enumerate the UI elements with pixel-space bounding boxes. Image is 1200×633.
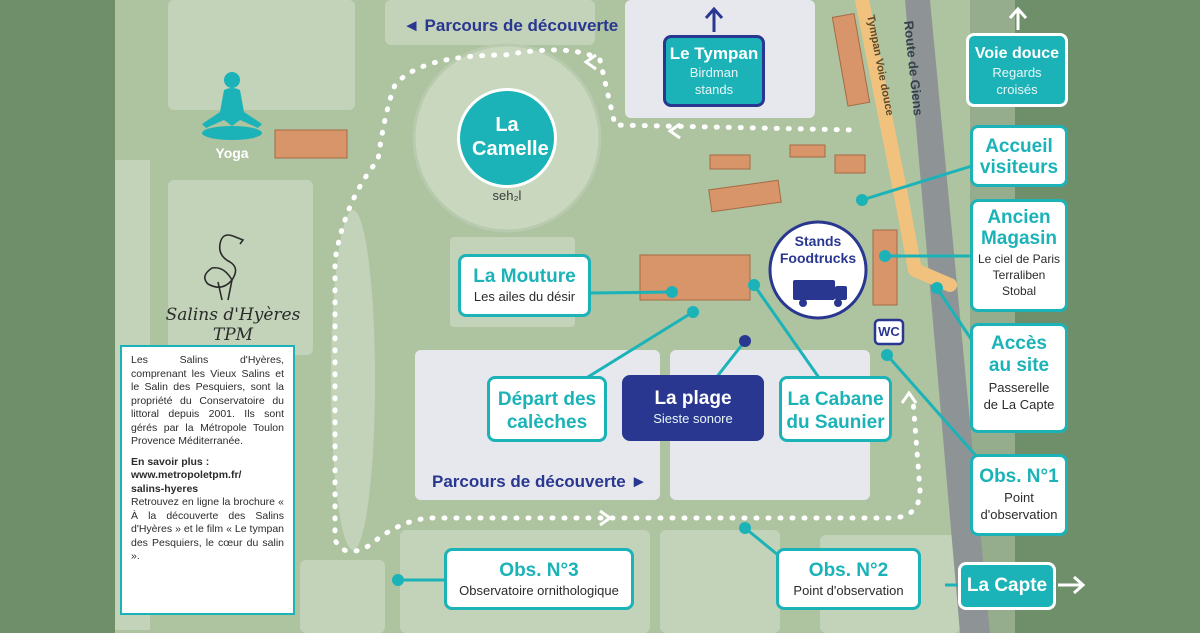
obs3-sub: Observatoire ornithologique <box>459 583 619 598</box>
ancien-magasin-sub2: Terraliben <box>992 268 1046 282</box>
la-mouture-sub: Les ailes du désir <box>473 289 576 304</box>
salins-logo-text: Salins d'Hyères TPM <box>165 305 301 345</box>
obs2-sub: Point d'observation <box>793 583 904 598</box>
land-strip <box>331 210 375 550</box>
info-link-1[interactable]: www.metropoletpm.fr/ <box>131 469 242 481</box>
land-block <box>168 180 313 355</box>
le-tympan-box: Le Tympan Birdman stands <box>663 35 765 107</box>
yoga-icon <box>202 72 262 140</box>
obs2-box: Obs. N°2 Point d'observation <box>776 548 921 610</box>
le-tympan-sub2: stands <box>694 82 734 97</box>
la-plage-title: La plage <box>654 388 732 409</box>
obs3-title: Obs. N°3 <box>499 560 579 581</box>
acces-title-2: au site <box>988 355 1050 376</box>
obs2-title: Obs. N°2 <box>808 560 889 581</box>
flamingo-logo <box>204 234 245 301</box>
stands-label: Stands Foodtrucks <box>776 233 860 267</box>
accueil-title-2: visiteurs <box>979 157 1059 178</box>
stands-title-1: Stands <box>794 233 842 249</box>
tympan-voie-douce-path <box>855 0 957 292</box>
la-camelle-caption: seh₂l <box>492 188 522 203</box>
le-tympan-sub1: Birdman <box>689 65 739 80</box>
la-camelle-marker: La Camelle <box>457 88 557 188</box>
plage-dot <box>739 335 751 347</box>
land-block <box>300 560 385 633</box>
foodtruck-icon <box>793 280 847 307</box>
la-mouture-title: La Mouture <box>473 266 576 287</box>
depart-title-1: Départ des <box>497 389 597 410</box>
accueil-box: Accueil visiteurs <box>970 125 1068 187</box>
land-block <box>385 0 595 45</box>
wc-marker <box>873 318 905 346</box>
cabane-title-2: du Saunier <box>786 412 885 433</box>
obs1-title: Obs. N°1 <box>979 466 1059 487</box>
cabane-saunier-box: La Cabane du Saunier <box>779 376 892 442</box>
route-de-giens <box>905 0 990 633</box>
discovery-trail-north <box>597 57 858 133</box>
info-paragraph: Les Salins d'Hyères, comprenant les Vieu… <box>131 354 284 447</box>
acces-sub2: de La Capte <box>983 397 1055 412</box>
tympan-arrow-icon <box>704 6 724 32</box>
obs1-sub2: d'observation <box>980 507 1058 522</box>
voie-douce-sub2: croisés <box>996 82 1038 97</box>
depart-title-2: calèches <box>506 412 588 433</box>
info-more-text: Retrouvez en ligne la brochure « À la dé… <box>131 496 284 562</box>
trail-arrows <box>583 53 918 527</box>
ancien-magasin-title-2: Magasin <box>980 228 1058 249</box>
ancien-magasin-box: Ancien Magasin Le ciel de Paris Terralib… <box>970 199 1068 312</box>
le-tympan-title: Le Tympan <box>669 44 759 63</box>
obs1-sub1: Point <box>1004 490 1034 505</box>
voie-douce-sub1: Regards <box>992 65 1042 80</box>
info-panel: Les Salins d'Hyères, comprenant les Vieu… <box>120 345 295 615</box>
info-more-title: En savoir plus : <box>131 455 210 468</box>
la-plage-box: La plage Sieste sonore <box>622 375 764 441</box>
route-label-top: ◄ Parcours de découverte <box>403 16 619 35</box>
voie-douce-box: Voie douce Regards croisés <box>966 33 1068 107</box>
info-link-2[interactable]: salins-hyeres <box>131 482 199 495</box>
wc-label: WC <box>878 324 900 339</box>
ancien-magasin-sub3: Stobal <box>1001 284 1037 298</box>
voie-douce-title: Voie douce <box>974 45 1060 62</box>
la-camelle-title: La Camelle <box>472 114 549 160</box>
la-plage-sub: Sieste sonore <box>653 411 733 426</box>
connectors <box>398 163 980 587</box>
yoga-label: Yoga <box>215 145 249 161</box>
obs3-box: Obs. N°3 Observatoire ornithologique <box>444 548 634 610</box>
accueil-title-1: Accueil <box>985 136 1053 157</box>
depart-caleches-box: Départ des calèches <box>487 376 607 442</box>
la-capte-title: La Capte <box>966 575 1048 596</box>
cabane-title-1: La Cabane <box>787 389 884 410</box>
east-arrow-icon <box>1058 575 1086 595</box>
obs1-box: Obs. N°1 Point d'observation <box>970 454 1068 536</box>
connector-dots <box>392 194 943 586</box>
acces-box: Accès au site Passerelle de La Capte <box>970 323 1068 433</box>
stands-title-2: Foodtrucks <box>779 250 857 266</box>
land-block <box>168 0 355 110</box>
acces-sub1: Passerelle <box>988 380 1050 395</box>
acces-title-1: Accès <box>991 333 1047 354</box>
la-capte-box: La Capte <box>958 562 1056 610</box>
route-label-bottom: Parcours de découverte ► <box>432 472 648 491</box>
ancien-magasin-title-1: Ancien <box>987 207 1051 228</box>
land-block <box>660 530 780 633</box>
la-mouture-box: La Mouture Les ailes du désir <box>458 254 591 317</box>
north-arrow-icon <box>1008 6 1028 30</box>
ancien-magasin-sub1: Le ciel de Paris <box>977 252 1061 266</box>
discovery-trail <box>332 47 923 554</box>
